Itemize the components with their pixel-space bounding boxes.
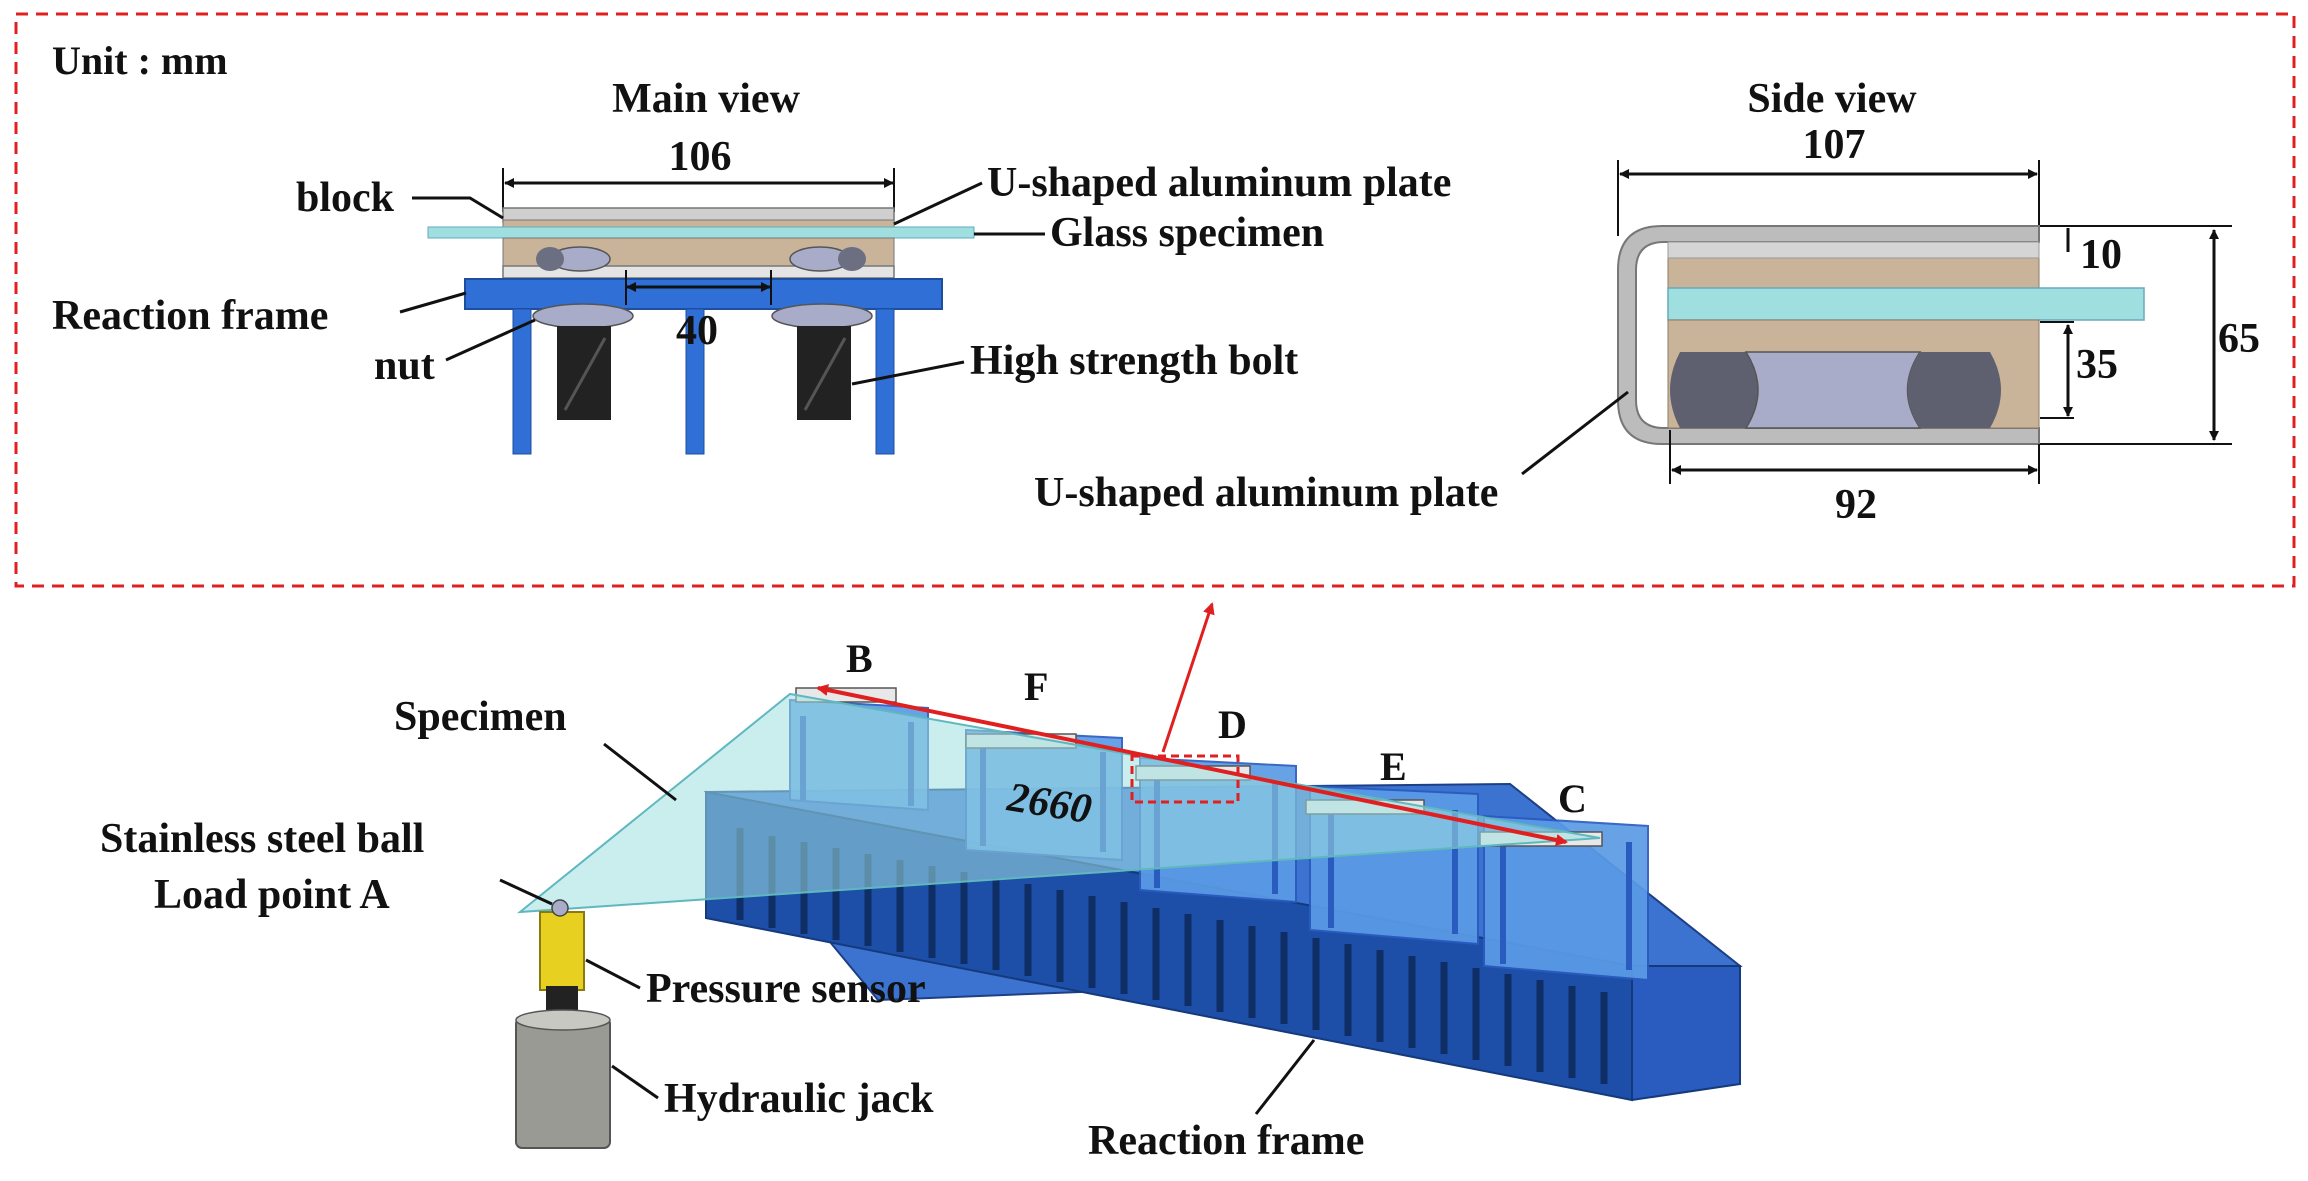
label-nut: nut (374, 343, 435, 389)
leader-reaction-frame-main (399, 291, 467, 314)
frame-leg-left (512, 308, 532, 455)
label-glass-main: Glass specimen (1050, 210, 1324, 256)
nut-right (771, 303, 873, 329)
leader-bolt (851, 360, 965, 386)
side-view: Side view 107 10 65 35 92 U-shaped alumi… (1034, 76, 2260, 528)
steel-ball-side-mid (1744, 351, 1922, 429)
point-f: F (1024, 664, 1048, 709)
side-view-dim-inner: 92 (1835, 482, 1877, 528)
main-view: Main view 106 40 block U (52, 76, 1451, 455)
label-jack: Hydraulic jack (664, 1076, 934, 1122)
point-e: E (1380, 744, 1407, 789)
detail-callout-arrow (1161, 602, 1215, 753)
label-bolt: High strength bolt (970, 338, 1298, 384)
side-view-dim-top: 10 (2080, 232, 2122, 278)
leader-jack (611, 1064, 659, 1100)
steel-ball-side-right (1907, 352, 2001, 428)
pressure-sensor (539, 911, 585, 991)
point-d: D (1218, 702, 1247, 747)
leader-block (412, 196, 504, 220)
jack-top (515, 1009, 611, 1031)
label-block: block (296, 175, 395, 221)
span-arrow (816, 684, 1568, 846)
nut-left (532, 303, 634, 329)
main-view-dim-width: 106 (669, 134, 732, 180)
leader-frame (1254, 1039, 1316, 1115)
main-view-title: Main view (612, 76, 800, 122)
reaction-beam-end (1631, 965, 1741, 1102)
reaction-frame-plate-main (464, 278, 943, 310)
frame-leg-right (875, 308, 895, 455)
u-plate-side-top-band (1667, 241, 2040, 259)
label-frame: Reaction frame (1088, 1118, 1364, 1164)
unit-label: Unit : mm (52, 38, 228, 83)
label-u-plate-side: U-shaped aluminum plate (1034, 470, 1498, 516)
label-load-point: Load point A (154, 872, 390, 918)
bolt-left-thread (563, 337, 607, 411)
label-u-plate-main: U-shaped aluminum plate (987, 160, 1451, 206)
detail-panel-border (14, 12, 2296, 588)
main-view-dim-gap: 40 (676, 308, 718, 354)
hydraulic-jack (515, 1017, 611, 1149)
leader-nut (445, 318, 536, 362)
side-view-dim-width: 107 (1803, 122, 1866, 168)
side-view-title: Side view (1747, 76, 1917, 122)
side-view-dim-height: 65 (2218, 316, 2260, 362)
side-view-dim-lower: 35 (2076, 342, 2118, 388)
leader-ball (499, 878, 553, 906)
label-specimen: Specimen (394, 694, 567, 740)
point-c: C (1558, 776, 1587, 821)
steel-ball-side-left (1670, 352, 1758, 428)
support-block-c (1483, 814, 1649, 982)
assembly-view: B F D E C 2660 Specimen Stainless steel … (100, 636, 1743, 1164)
point-b: B (846, 636, 873, 681)
leader-specimen (603, 742, 677, 802)
steel-ball-right-2 (838, 247, 866, 271)
detail-callout-box (1130, 754, 1240, 804)
glass-specimen-side (1667, 287, 2145, 321)
label-sensor: Pressure sensor (646, 966, 926, 1012)
leader-u-plate-side (1521, 390, 1629, 476)
bolt-right-thread (803, 337, 847, 411)
glass-specimen-main (427, 226, 975, 239)
frame-leg-mid (685, 308, 705, 455)
steel-ball-load (551, 899, 569, 917)
leader-u-plate-main (893, 181, 983, 226)
steel-ball-left-2 (536, 247, 564, 271)
block-upper-side (1667, 257, 2040, 289)
label-ball: Stainless steel ball (100, 816, 424, 862)
leader-sensor (585, 958, 641, 990)
label-reaction-frame-main: Reaction frame (52, 293, 328, 339)
